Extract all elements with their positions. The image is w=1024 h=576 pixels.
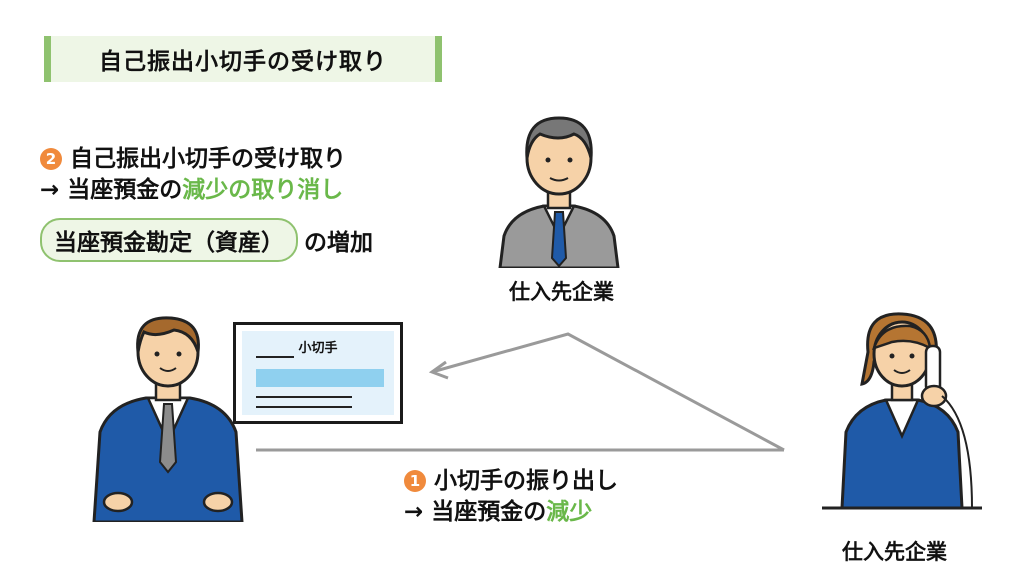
- supplier-older-man-illustration: [498, 116, 620, 268]
- supplier-woman-illustration: [822, 312, 982, 510]
- step2-number-badge: 2: [40, 148, 62, 170]
- right-person-label: 仕入先企業: [842, 540, 947, 564]
- account-pill: 当座預金勘定（資産）: [40, 218, 298, 262]
- diagram-title: 自己振出小切手の受け取り: [44, 36, 442, 82]
- company-man-illustration: [92, 316, 244, 522]
- check-document: 小切手: [233, 322, 403, 424]
- step1-line2-highlight: 減少: [546, 499, 593, 525]
- step2-line2-highlight: 減少の取り消し: [182, 177, 344, 203]
- return-arrowhead: [428, 360, 449, 380]
- check-title: 小切手: [298, 341, 338, 356]
- step1-number-badge: 1: [404, 470, 426, 492]
- account-effect: 当座預金勘定（資産） の増加: [40, 218, 373, 262]
- return-line: [431, 332, 785, 452]
- top-person-label: 仕入先企業: [509, 280, 614, 304]
- account-suffix: の増加: [304, 230, 373, 256]
- step1-note: 1 小切手の振り出し → 当座預金の減少: [404, 466, 618, 528]
- step1-line2-prefix: → 当座預金の: [404, 499, 547, 525]
- step2-note: 2 自己振出小切手の受け取り → 当座預金の減少の取り消し: [40, 144, 346, 206]
- check-lines: [256, 356, 384, 408]
- title-text: 自己振出小切手の受け取り: [99, 49, 387, 75]
- step1-line1: 小切手の振り出し: [434, 468, 618, 494]
- step2-line1: 自己振出小切手の受け取り: [70, 146, 346, 172]
- step2-line2-prefix: → 当座預金の: [40, 177, 183, 203]
